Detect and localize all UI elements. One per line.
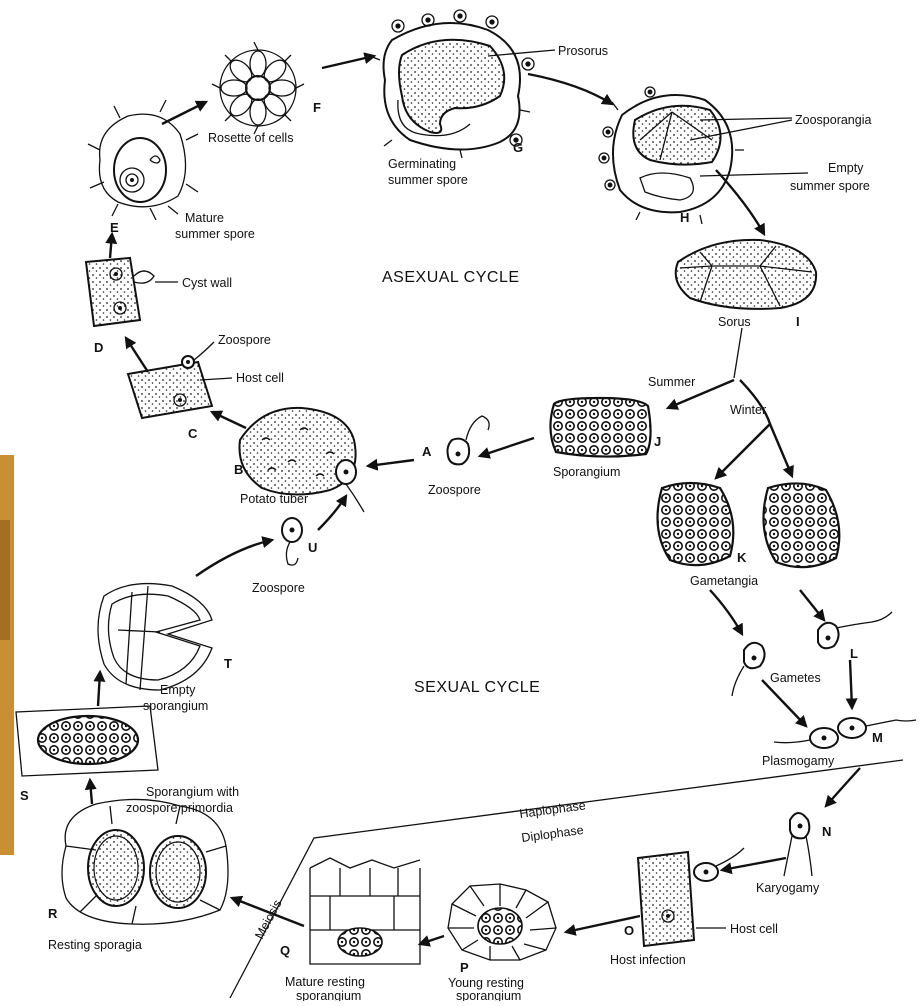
stage-d-letter: D xyxy=(94,340,103,355)
stage-e-label-1: Mature xyxy=(185,211,224,225)
background-photo-strip xyxy=(0,455,14,855)
phase-divider-line xyxy=(230,760,903,998)
stage-p-label-2: sporangium xyxy=(456,989,521,1001)
stage-q-letter: Q xyxy=(280,943,290,958)
stage-q-mature-resting-sporangium: Q Mature resting sporangium xyxy=(280,858,420,1001)
sorus-branch-stem xyxy=(734,328,742,378)
haplophase-label: Haplophase xyxy=(519,798,587,821)
stage-b-label: Potato tuber xyxy=(240,492,308,506)
stage-e-label-2: summer spore xyxy=(175,227,255,241)
stage-h-letter: H xyxy=(680,210,689,225)
stage-m-label: Plasmogamy xyxy=(762,754,835,768)
sexual-cycle-title: SEXUAL CYCLE xyxy=(414,679,540,696)
stage-m-letter: M xyxy=(872,730,883,745)
stage-m-plasmogamy: M Plasmogamy xyxy=(762,718,916,768)
stage-l-gametes: L Gametes xyxy=(732,612,892,696)
stage-u-zoospore: U Zoospore xyxy=(252,518,317,595)
stage-f-label: Rosette of cells xyxy=(208,131,293,145)
stage-k-letter: K xyxy=(737,550,747,565)
stage-t-label-1: Empty xyxy=(160,683,196,697)
stage-i-letter: I xyxy=(796,314,800,329)
stage-f-letter: F xyxy=(313,100,321,115)
stage-o-host-infection: Host cell O Host infection xyxy=(610,848,778,967)
stage-h-zoosporangia: Zoosporangia Empty summer spore H xyxy=(599,87,871,225)
branch-summer-label: Summer xyxy=(648,375,695,389)
stage-q-label-2: sporangium xyxy=(296,989,361,1001)
stage-p-letter: P xyxy=(460,960,469,975)
asexual-cycle-title: ASEXUAL CYCLE xyxy=(382,269,520,286)
stage-u-label: Zoospore xyxy=(252,581,305,595)
stage-g-letter: G xyxy=(513,140,523,155)
stage-h-callout-2b: summer spore xyxy=(790,179,870,193)
stage-u-letter: U xyxy=(308,540,317,555)
stage-g-label-1: Germinating xyxy=(388,157,456,171)
stage-e-letter: E xyxy=(110,220,119,235)
stage-k-label: Gametangia xyxy=(690,574,758,588)
stage-s-label-1: Sporangium with xyxy=(146,785,239,799)
stage-r-resting-sporangia: R Resting sporagia xyxy=(48,799,228,952)
stage-t-empty-sporangium: T Empty sporangium xyxy=(98,584,232,713)
stage-k-gametangia: K Gametangia xyxy=(658,483,840,588)
stage-c-host-label: Host cell xyxy=(236,371,284,385)
stage-g-callout: Prosorus xyxy=(558,44,608,58)
stage-p-label-1: Young resting xyxy=(448,976,524,990)
stage-r-label: Resting sporagia xyxy=(48,938,142,952)
stage-b-letter: B xyxy=(234,462,243,477)
stage-o-callout: Host cell xyxy=(730,922,778,936)
diplophase-label: Diplophase xyxy=(521,823,585,845)
stage-p-young-resting-sporangium: P Young resting sporangium xyxy=(448,884,556,1001)
stage-a-zoospore: A Zoospore xyxy=(422,416,489,497)
stage-f-rosette: F Rosette of cells xyxy=(208,42,321,145)
stage-o-letter: O xyxy=(624,923,634,938)
stage-a-label: Zoospore xyxy=(428,483,481,497)
stage-n-letter: N xyxy=(822,824,831,839)
stage-c-letter: C xyxy=(188,426,198,441)
stage-d-label: Cyst wall xyxy=(182,276,232,290)
stage-i-sorus: Sorus I xyxy=(676,240,816,329)
stage-g-label-2: summer spore xyxy=(388,173,468,187)
stage-t-letter: T xyxy=(224,656,232,671)
stage-c-zoospore-label: Zoospore xyxy=(218,333,271,347)
stage-h-callout-2a: Empty xyxy=(828,161,864,175)
stage-a-letter: A xyxy=(422,444,432,459)
stage-s-sporangium-primordia: S Sporangium with zoospore primordia xyxy=(16,706,239,815)
stage-g-germinating-spore: Prosorus G Germinating summer spore xyxy=(370,10,608,187)
stage-n-zygote: N Karyogamy xyxy=(756,813,831,895)
meiosis-label: Meiosis xyxy=(252,897,284,941)
stage-q-label-1: Mature resting xyxy=(285,975,365,989)
stage-j-sporangium: J Sporangium xyxy=(550,398,661,479)
stage-i-label: Sorus xyxy=(718,315,751,329)
stage-h-callout-1: Zoosporangia xyxy=(795,113,871,127)
stage-n-label: Karyogamy xyxy=(756,881,820,895)
stage-l-label: Gametes xyxy=(770,671,821,685)
stage-d-cyst-wall: Cyst wall D xyxy=(86,258,232,355)
stage-o-label: Host infection xyxy=(610,953,686,967)
stage-j-label: Sporangium xyxy=(553,465,620,479)
stage-s-label-2: zoospore primordia xyxy=(126,801,233,815)
stage-l-letter: L xyxy=(850,646,858,661)
stage-s-letter: S xyxy=(20,788,29,803)
stage-t-label-2: sporangium xyxy=(143,699,208,713)
stage-r-letter: R xyxy=(48,906,58,921)
stage-j-letter: J xyxy=(654,434,661,449)
stage-e-mature-summer-spore: E Mature summer spore xyxy=(88,100,255,241)
